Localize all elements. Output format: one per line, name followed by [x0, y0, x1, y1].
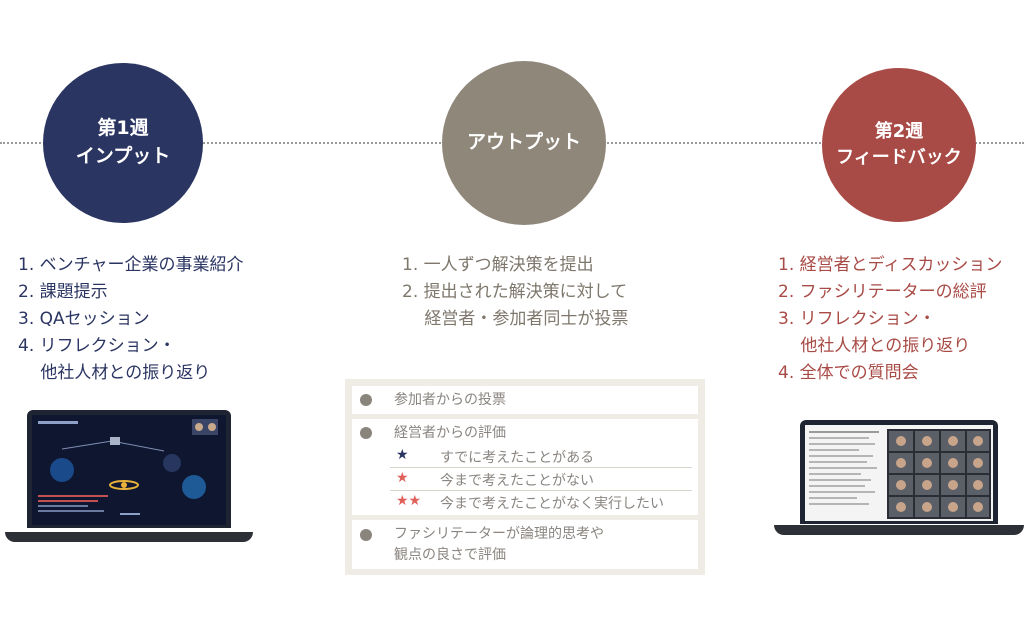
input-label: インプット	[75, 145, 171, 167]
list-item: 経営者・参加者同士が投票	[402, 309, 629, 329]
phase-output-circle: アウトプット	[442, 61, 606, 225]
list-item: 他社人材との振り返り	[18, 363, 211, 383]
list-item: 1. 一人ずつ解決策を提出	[402, 255, 594, 275]
phase-week2-feedback-circle: 第2週 フィードバック	[822, 68, 976, 222]
star-icon: ★	[396, 447, 409, 463]
list-item: 1. ベンチャー企業の事業紹介	[18, 255, 244, 275]
list-item: 2. 課題提示	[18, 282, 108, 302]
list-item: 他社人材との振り返り	[778, 336, 971, 356]
facilitator-text-line1: ファシリテーターが論理的思考や	[394, 526, 604, 542]
list-item: 2. 提出された解決策に対して	[402, 282, 628, 302]
laptop-screen	[800, 420, 998, 524]
input-steps-list: 1. ベンチャー企業の事業紹介 2. 課題提示 3. QAセッション 4. リフ…	[18, 252, 243, 387]
list-item: 3. QAセッション	[18, 309, 150, 329]
output-steps-list: 1. 一人ずつ解決策を提出 2. 提出された解決策に対して 経営者・参加者同士が…	[402, 252, 628, 333]
exec-eval-text: 経営者からの評価	[394, 425, 506, 441]
laptop-screen	[27, 410, 231, 528]
rating-text: すでに考えたことがある	[440, 450, 595, 466]
list-item: 2. ファシリテーターの総評	[778, 282, 987, 302]
participant-vote-text: 参加者からの投票	[394, 392, 506, 408]
list-item: 1. 経営者とディスカッション	[778, 255, 1003, 275]
laptop-presentation-image	[5, 410, 253, 542]
output-label: アウトプット	[466, 131, 581, 154]
week1-label: 第1週	[97, 117, 149, 140]
phase-week1-input-circle: 第1週 インプット	[43, 63, 203, 223]
laptop-video-conference-image	[774, 420, 1024, 535]
feedback-label: フィードバック	[836, 147, 962, 168]
feedback-steps-list: 1. 経営者とディスカッション 2. ファシリテーターの総評 3. リフレクショ…	[778, 252, 1002, 387]
video-conference-image	[805, 425, 993, 521]
list-item: 4. リフレクション・	[18, 336, 176, 356]
week2-label: 第2週	[874, 120, 924, 142]
laptop-base	[5, 532, 253, 542]
facilitator-text-line2: 観点の良さで評価	[394, 547, 506, 563]
list-item: 4. 全体での質問会	[778, 363, 919, 383]
laptop-base	[774, 525, 1024, 535]
exec-evaluation-box: 経営者からの評価 ★ すでに考えたことがある ★ 今まで考えたことがない ★★ …	[352, 419, 698, 515]
bullet-icon	[360, 394, 372, 406]
rating-row: ★★ 今まで考えたことがなく実行したい	[390, 491, 692, 513]
presentation-slide-image	[32, 415, 226, 525]
bullet-icon	[360, 529, 372, 541]
rating-row: ★ 今まで考えたことがない	[390, 468, 692, 491]
evaluation-panel: 参加者からの投票 経営者からの評価 ★ すでに考えたことがある ★ 今まで考えた…	[345, 379, 705, 575]
list-item: 3. リフレクション・	[778, 309, 936, 329]
double-star-icon: ★★	[396, 493, 422, 509]
rating-row: ★ すでに考えたことがある	[390, 445, 692, 468]
rating-text: 今まで考えたことがない	[440, 473, 594, 489]
bullet-icon	[360, 427, 372, 439]
star-icon: ★	[396, 470, 409, 486]
rating-text: 今まで考えたことがなく実行したい	[440, 496, 664, 512]
participant-vote-box: 参加者からの投票	[352, 386, 698, 414]
facilitator-evaluation-box: ファシリテーターが論理的思考や 観点の良さで評価	[352, 520, 698, 569]
